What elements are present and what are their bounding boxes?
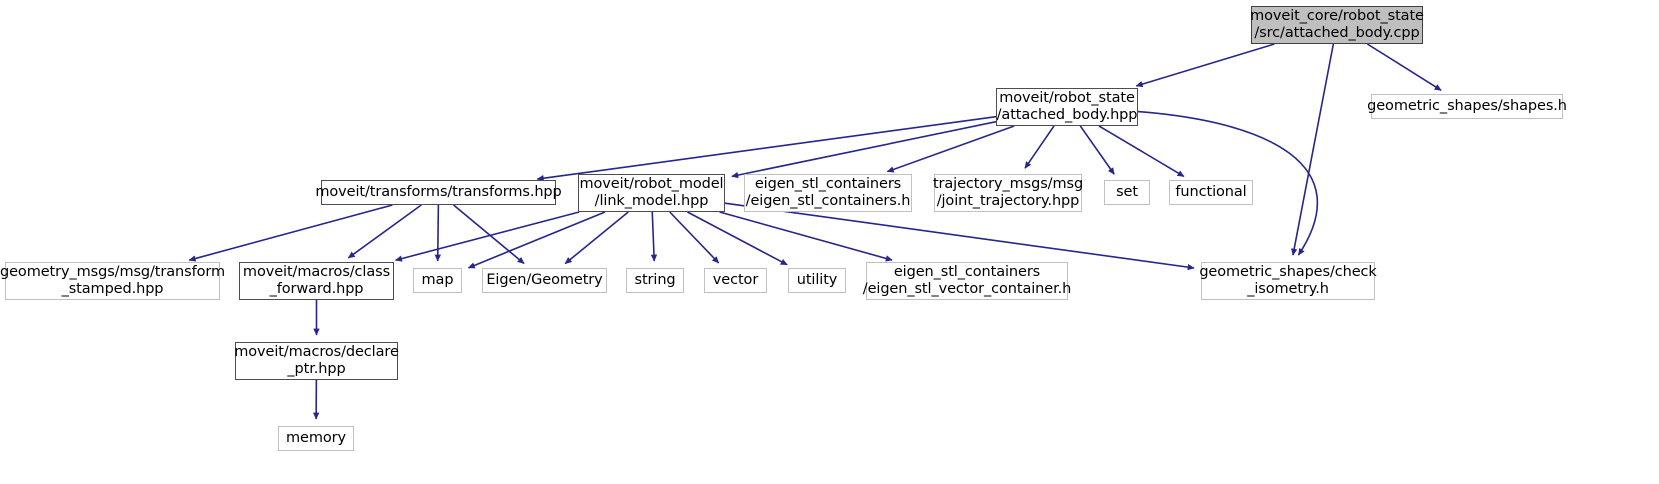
edge-link_model_hpp-to-eigen_geometry [564,211,629,265]
node-label: string [634,272,676,288]
edge-attached_body_hpp-to-set [1079,125,1115,175]
edge-attached_body_hpp-to-transforms_hpp [536,115,997,182]
graph-node-transform_stamped_hpp[interactable]: geometry_msgs/msg/transform _stamped.hpp [0,262,225,300]
edge-link_model_hpp-to-class_forward_hpp [395,211,580,262]
edge-link_model_hpp-to-utility [687,211,788,266]
node-label: Eigen/Geometry [486,272,603,288]
edge-transforms_hpp-to-transform_stamped_hpp [188,204,393,262]
edge-attached_body_hpp-to-link_model_hpp [731,120,997,179]
edge-attached_body_cpp-to-shapes_h [1366,43,1442,91]
graph-node-class_forward_hpp[interactable]: moveit/macros/class _forward.hpp [239,262,394,300]
edge-link_model_hpp-to-eigen_stl_vector_container_h [719,211,893,262]
node-label: vector [712,272,759,288]
node-label: moveit/transforms/transforms.hpp [315,184,562,200]
edge-attached_body_cpp-to-attached_body_hpp [1135,43,1275,88]
node-label: moveit/robot_model /link_model.hpp [579,176,724,209]
graph-node-joint_trajectory_hpp[interactable]: trajectory_msgs/msg /joint_trajectory.hp… [932,174,1084,212]
graph-node-utility[interactable]: utility [788,268,846,293]
edge-attached_body_hpp-to-functional [1098,125,1185,178]
edge-transforms_hpp-to-class_forward_hpp [347,204,422,259]
graph-node-link_model_hpp[interactable]: moveit/robot_model /link_model.hpp [578,174,725,212]
edge-link_model_hpp-to-string [650,211,658,262]
graph-node-eigen_stl_containers_h[interactable]: eigen_stl_containers /eigen_stl_containe… [744,174,912,212]
node-label: moveit/macros/class _forward.hpp [242,264,391,297]
graph-node-attached_body_hpp[interactable]: moveit/robot_state /attached_body.hpp [996,88,1138,126]
node-label: geometry_msgs/msg/transform _stamped.hpp [0,264,225,297]
graph-node-eigen_geometry[interactable]: Eigen/Geometry [482,268,607,293]
edge-attached_body_hpp-to-joint_trajectory_hpp [1024,125,1055,169]
edge-transforms_hpp-to-map [434,204,441,262]
graph-node-map[interactable]: map [413,268,462,293]
edge-attached_body_cpp-to-check_isometry_h [1291,43,1335,256]
graph-node-memory[interactable]: memory [278,426,354,451]
edge-transforms_hpp-to-eigen_geometry [453,204,525,265]
node-label: utility [796,272,838,288]
node-label: moveit/macros/declare _ptr.hpp [234,344,399,377]
graph-node-check_isometry_h[interactable]: geometric_shapes/check _isometry.h [1199,262,1377,300]
graph-node-functional[interactable]: functional [1169,180,1253,205]
node-label: trajectory_msgs/msg /joint_trajectory.hp… [932,176,1084,209]
edge-link_model_hpp-to-check_isometry_h [724,202,1195,271]
node-label: functional [1175,184,1247,200]
node-label: memory [286,430,346,446]
node-label: eigen_stl_containers /eigen_stl_containe… [745,176,911,209]
graph-node-shapes_h[interactable]: geometric_shapes/shapes.h [1367,94,1567,119]
node-label: set [1116,184,1138,200]
graph-node-eigen_stl_vector_container_h[interactable]: eigen_stl_containers /eigen_stl_vector_c… [862,262,1072,300]
graph-node-attached_body_cpp[interactable]: moveit_core/robot_state /src/attached_bo… [1250,6,1424,44]
node-label: moveit_core/robot_state /src/attached_bo… [1250,8,1424,41]
edge-link_model_hpp-to-vector [669,211,720,264]
graph-node-declare_ptr_hpp[interactable]: moveit/macros/declare _ptr.hpp [234,342,399,380]
graph-node-set[interactable]: set [1104,180,1150,205]
edge-attached_body_hpp-to-eigen_stl_containers_h [886,125,1015,173]
graph-node-transforms_hpp[interactable]: moveit/transforms/transforms.hpp [315,180,562,205]
node-label: geometric_shapes/check _isometry.h [1199,264,1377,297]
node-label: map [421,272,454,288]
graph-node-string[interactable]: string [626,268,684,293]
graph-node-vector[interactable]: vector [704,268,767,293]
node-label: geometric_shapes/shapes.h [1367,98,1567,114]
edge-link_model_hpp-to-map [467,211,606,269]
node-label: eigen_stl_containers /eigen_stl_vector_c… [862,264,1072,297]
node-label: moveit/robot_state /attached_body.hpp [996,90,1138,123]
